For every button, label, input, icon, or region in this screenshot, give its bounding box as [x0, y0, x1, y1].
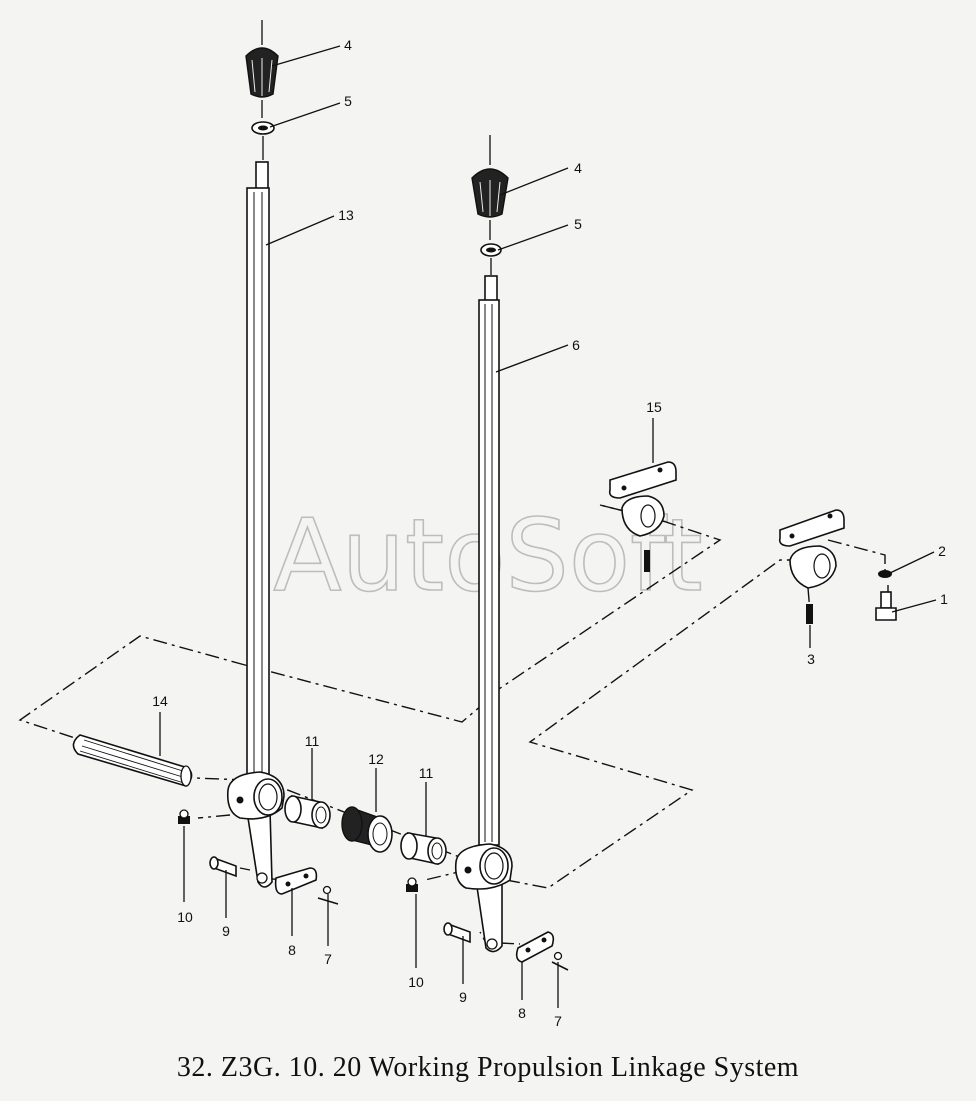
leader-lines: [159, 45, 937, 1008]
part-number: 6: [572, 337, 580, 353]
part-number: 4: [574, 160, 582, 176]
lever-rod-icon: [246, 187, 270, 779]
part-number: 8: [518, 1005, 526, 1021]
part-number: 10: [177, 909, 193, 925]
part-number: 10: [408, 974, 424, 990]
clamp-arm-icon: [608, 461, 677, 572]
part-number: 3: [807, 651, 815, 667]
clamp-arm-icon: [778, 509, 845, 624]
clamp-arm-icon: [226, 771, 285, 888]
part-number: 11: [419, 765, 434, 781]
part-number: 9: [222, 923, 230, 939]
part-number: 12: [368, 751, 384, 767]
part-number: 1: [940, 591, 948, 607]
part-number: 5: [574, 216, 582, 232]
grease-nipple-icon: [178, 809, 190, 824]
part-number: 4: [344, 37, 352, 53]
cotter-icon: [551, 951, 569, 971]
bushing-icon: [284, 794, 331, 830]
shaft-icon: [72, 734, 193, 787]
washer-icon: [878, 570, 892, 578]
part-number: 11: [305, 733, 320, 749]
right-lever-assembly: [454, 135, 513, 953]
plate-icon: [515, 931, 555, 963]
bushing-icon: [400, 832, 447, 866]
part-numbers: 4 5 13 4 5 6 15 2 1 3 14 11 12 11 10 9 8…: [152, 37, 948, 1029]
pin-icon: [209, 856, 237, 878]
part-number: 13: [338, 207, 354, 223]
lever-rod-icon: [478, 299, 500, 846]
bolt-icon: [875, 591, 897, 621]
part-number: 9: [459, 989, 467, 1005]
part-number: 7: [324, 951, 332, 967]
left-lever-assembly: [226, 20, 285, 888]
figure-caption: 32. Z3G. 10. 20 Working Propulsion Linka…: [176, 1052, 800, 1083]
pin-icon: [443, 922, 471, 944]
part-number: 2: [938, 543, 946, 559]
part-number: 15: [646, 399, 662, 415]
part-number: 7: [554, 1013, 562, 1029]
bushing-icon: [341, 806, 393, 853]
plate-icon: [274, 867, 318, 895]
clamp-arm-icon: [454, 843, 513, 953]
part-number: 14: [152, 693, 168, 709]
part-number: 5: [344, 93, 352, 109]
grease-nipple-icon: [406, 877, 418, 892]
part-number: 8: [288, 942, 296, 958]
